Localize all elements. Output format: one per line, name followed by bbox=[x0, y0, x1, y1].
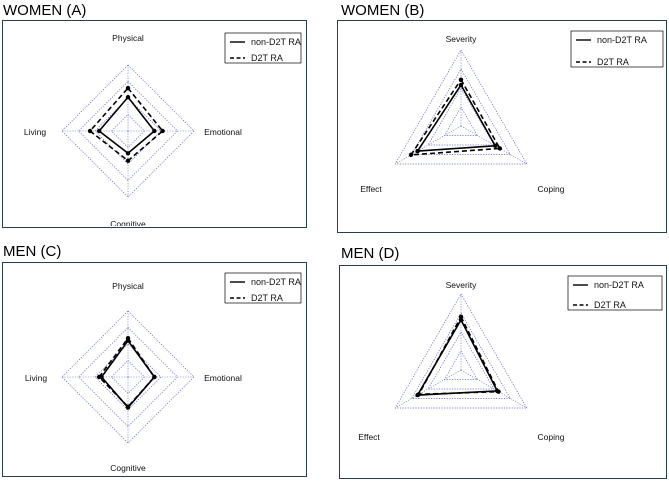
data-point-d2t-ra-living bbox=[87, 128, 93, 134]
spoke-coping bbox=[460, 369, 527, 409]
data-point-d2t-ra-emotional bbox=[160, 128, 165, 134]
series-line-d2t-ra bbox=[409, 78, 502, 156]
axis-label-severity: Severity bbox=[446, 280, 477, 290]
data-point-non-d2t-ra-living bbox=[96, 128, 102, 134]
grid-ring-1 bbox=[443, 106, 479, 136]
data-point-d2t-ra-living bbox=[96, 374, 102, 380]
grid-ring-3 bbox=[411, 312, 511, 399]
data-point-d2t-ra-effect bbox=[408, 152, 414, 158]
data-point-d2t-ra-physical bbox=[125, 336, 131, 341]
grid-ring-4 bbox=[394, 49, 528, 165]
legend-label-d2t-ra: D2T RA bbox=[251, 293, 283, 303]
data-point-non-d2t-ra-severity bbox=[458, 82, 464, 88]
series-line-non-d2t-ra bbox=[416, 83, 497, 152]
legend-label-non-d2t-ra: non-D2T RA bbox=[597, 35, 647, 45]
axis-label-living: Living bbox=[25, 373, 47, 383]
legend-label-non-d2t-ra: non-D2T RA bbox=[251, 37, 301, 47]
legend-label-d2t-ra: D2T RA bbox=[597, 57, 629, 67]
data-point-d2t-ra-effect bbox=[416, 392, 422, 397]
grid-ring-4 bbox=[394, 293, 528, 409]
data-point-d2t-ra-cognitive bbox=[125, 158, 131, 163]
data-point-d2t-ra-physical bbox=[125, 85, 131, 91]
data-point-non-d2t-ra-physical bbox=[125, 94, 131, 100]
data-point-d2t-ra-coping bbox=[496, 389, 501, 394]
grid-ring-2 bbox=[427, 331, 495, 390]
axis-label-effect: Effect bbox=[360, 184, 382, 194]
axis-label-cognitive: Cognitive bbox=[110, 219, 146, 226]
data-point-non-d2t-ra-emotional bbox=[152, 128, 157, 134]
legend-label-non-d2t-ra: non-D2T RA bbox=[251, 277, 301, 287]
axis-label-coping: Coping bbox=[538, 432, 565, 442]
data-point-d2t-ra-emotional bbox=[152, 374, 157, 380]
axis-label-physical: Physical bbox=[112, 33, 144, 43]
grid-ring-1 bbox=[443, 350, 479, 380]
series-line-d2t-ra bbox=[417, 315, 500, 396]
axis-label-emotional: Emotional bbox=[204, 373, 242, 383]
axis-label-severity: Severity bbox=[446, 34, 477, 44]
axis-label-emotional: Emotional bbox=[204, 127, 242, 137]
data-point-non-d2t-ra-cognitive bbox=[125, 151, 131, 156]
panel-title-c: MEN (C) bbox=[3, 243, 62, 260]
axis-label-cognitive: Cognitive bbox=[110, 463, 146, 473]
spoke-effect bbox=[395, 369, 462, 409]
panel-title-d: MEN (D) bbox=[341, 245, 400, 262]
legend-label-d2t-ra: D2T RA bbox=[594, 300, 626, 310]
spoke-coping bbox=[460, 125, 527, 165]
legend-box bbox=[570, 30, 664, 68]
axis-label-living: Living bbox=[24, 127, 46, 137]
data-point-non-d2t-ra-effect bbox=[415, 148, 420, 154]
data-point-non-d2t-ra-coping bbox=[493, 143, 498, 148]
data-point-d2t-ra-severity bbox=[458, 314, 464, 319]
data-point-d2t-ra-cognitive bbox=[125, 404, 131, 409]
data-point-d2t-ra-coping bbox=[497, 146, 503, 151]
spoke-effect bbox=[395, 125, 462, 165]
panel-title-a: WOMEN (A) bbox=[3, 2, 87, 19]
legend-label-d2t-ra: D2T RA bbox=[251, 53, 283, 63]
data-point-d2t-ra-severity bbox=[458, 77, 464, 82]
legend-box bbox=[567, 275, 663, 311]
axis-label-effect: Effect bbox=[358, 432, 380, 442]
axis-label-physical: Physical bbox=[112, 281, 144, 291]
panel-title-b: WOMEN (B) bbox=[341, 2, 425, 19]
axis-label-coping: Coping bbox=[538, 184, 565, 194]
series-line-d2t-ra bbox=[98, 336, 156, 408]
legend-label-non-d2t-ra: non-D2T RA bbox=[594, 280, 644, 290]
grid-ring-2 bbox=[427, 87, 495, 146]
